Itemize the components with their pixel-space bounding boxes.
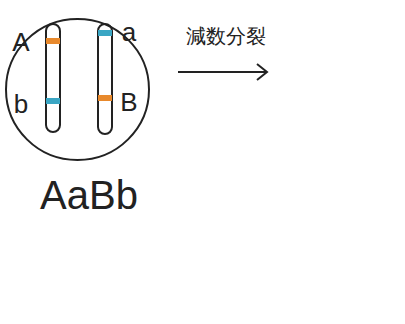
- process-label: 減数分裂: [186, 26, 266, 46]
- allele-label: a: [122, 19, 136, 45]
- cell-membrane: [6, 19, 149, 160]
- cell-circle: AbaBAaBb: [5, 18, 150, 161]
- chromosome-right: [98, 24, 112, 134]
- gene-mark: [98, 95, 112, 101]
- process-arrow: [178, 64, 267, 80]
- arrow-line: [178, 71, 266, 73]
- gene-mark: [98, 30, 112, 36]
- genotype-label: AaBb: [40, 175, 138, 215]
- allele-label: b: [14, 91, 28, 117]
- chromosome: [98, 24, 112, 134]
- allele-label: B: [120, 89, 137, 115]
- allele-label: A: [12, 29, 29, 55]
- chromosome-left: [46, 24, 60, 132]
- gene-mark: [46, 38, 60, 44]
- arrow-head: [257, 64, 267, 80]
- gene-mark: [46, 98, 60, 104]
- chromosome: [46, 24, 60, 132]
